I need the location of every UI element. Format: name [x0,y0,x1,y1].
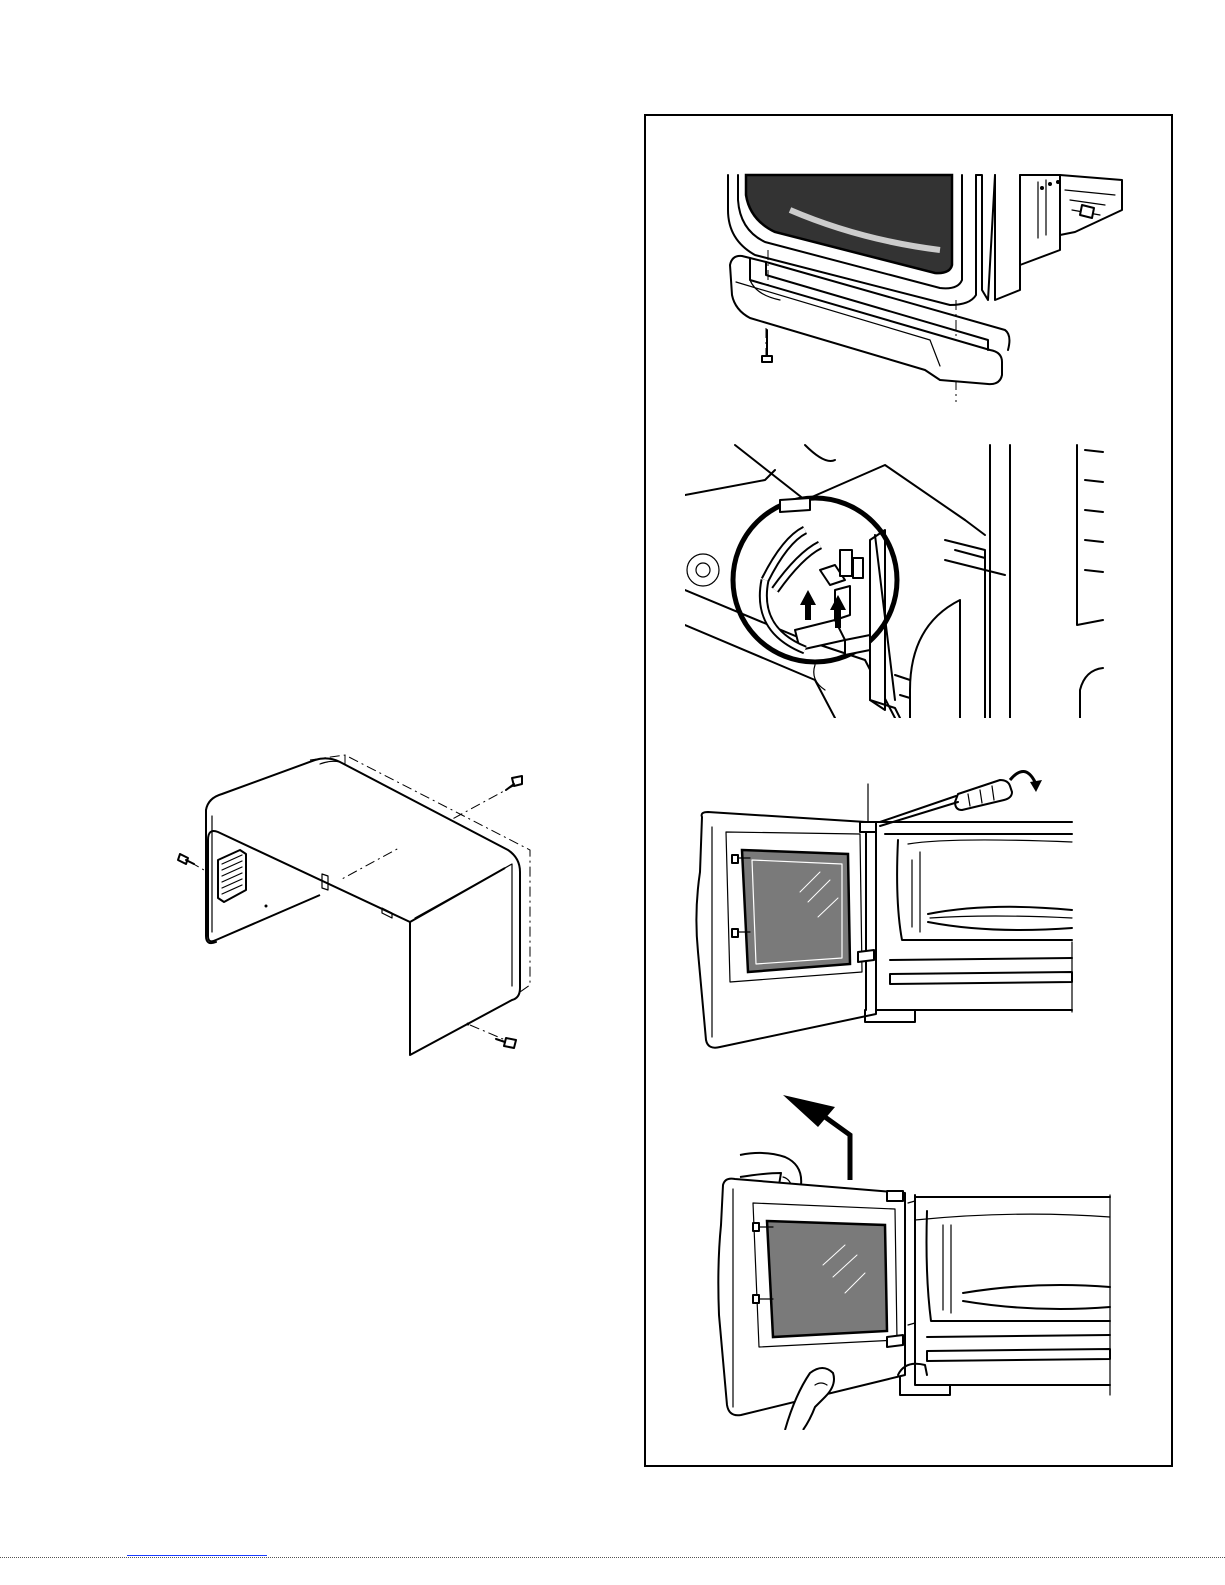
base-front-panel-figure [720,170,1130,410]
rotate-arrow-icon [1010,771,1042,792]
screw-icon [762,330,772,362]
screw-icon [178,854,194,864]
door-lift-figure [715,1085,1135,1430]
up-arrow-icon [800,590,816,620]
outer-cabinet-cover-figure [160,750,560,1070]
screw-icon [506,776,522,790]
screw-icon [496,1038,516,1048]
page-bottom-link-underline [127,1555,267,1556]
page-bottom-rule [0,1557,1225,1558]
wire-connector-figure [685,440,1105,718]
screwdriver-icon [880,780,1012,826]
door-pry-figure [690,752,1110,1052]
